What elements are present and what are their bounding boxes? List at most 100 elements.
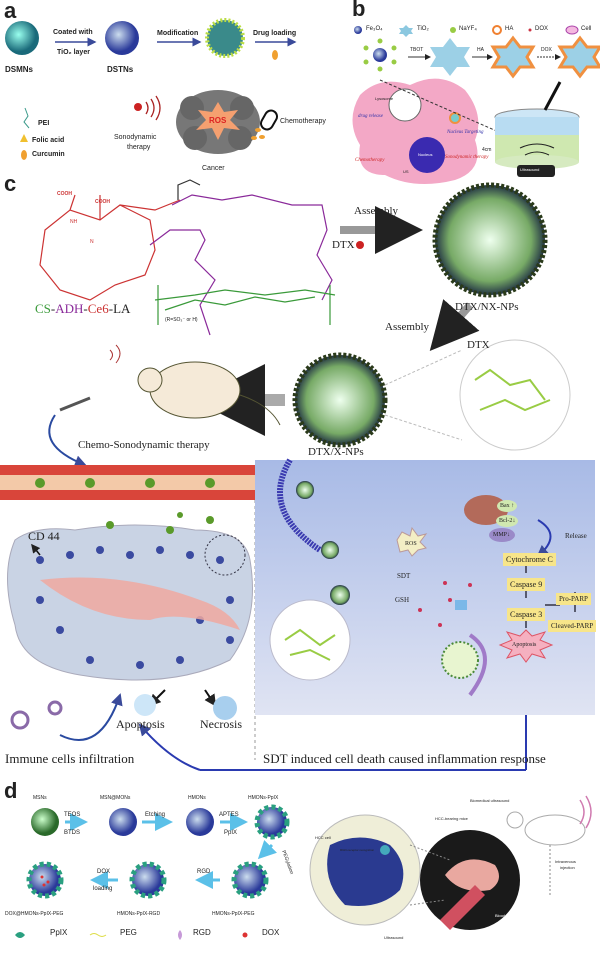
msn-mons-label: MSN@MONs <box>100 795 131 801</box>
ultrasound-probe-label: Ultrasound <box>520 167 540 172</box>
compound-la: LA <box>113 301 131 316</box>
compound-cs: CS <box>35 301 51 316</box>
coated-with-label: Coated with <box>53 29 93 36</box>
apoptosis-label: Apoptosis <box>116 717 165 731</box>
apoptosis-pathway-label: Apoptosis <box>512 642 537 648</box>
rgd-step-label: RGD <box>197 869 211 875</box>
panel-d-graphics <box>15 795 592 940</box>
rgd-recognition-label: RGD-receptor recognition <box>340 848 375 852</box>
nucleus-label: Nucleus <box>418 152 433 157</box>
legend-fe3o4: Fe₃O₄ <box>366 26 383 32</box>
mmp-label: MMP↓ <box>493 532 511 538</box>
compound-dash: - <box>83 301 88 316</box>
dox-step-label: DOX <box>541 47 552 53</box>
hmons-pplx-label: HMONs-PpIX <box>248 795 279 801</box>
rgd-np-label: HMONs-PpIX-RGD <box>117 911 161 917</box>
cytochrome-c-box: Cytochrome C <box>503 553 556 566</box>
ultrasound-d-label: Ultrasound <box>384 935 404 940</box>
compound-name: CS-ADH-Ce6-LA <box>35 302 130 315</box>
dtx-label-1: DTX <box>332 239 355 251</box>
ha-step-label: HA <box>477 47 484 53</box>
panel-a-graphics <box>5 18 297 160</box>
legend-folic-acid: Folic acid <box>32 137 65 144</box>
depth-label: 4cm <box>482 147 492 153</box>
assembly-label-2: Assembly <box>385 321 429 333</box>
chemotherapy-label: Chemotherapy <box>280 118 326 125</box>
therapy-label: therapy <box>127 144 151 151</box>
dox-step-label-d: DOX <box>97 869 111 875</box>
legend-pei: PEI <box>38 120 50 127</box>
cleaved-parp-box: Cleaved-PARP <box>548 620 597 632</box>
bcl2-label: Bcl-2↓ <box>499 518 516 524</box>
sdt-label: SDT <box>397 572 411 580</box>
peg-np-label: HMONs-PpIX-PEG <box>212 911 255 917</box>
pro-parp-box: Pro-PARP <box>556 593 591 605</box>
modification-label: Modification <box>157 30 199 37</box>
ros-label: ROS <box>209 116 227 125</box>
hmons-label: HMONs <box>188 795 206 801</box>
panel-c-process <box>0 182 595 771</box>
hcc-cell-label: HCC cell <box>315 835 331 840</box>
msns-label: MSNs <box>33 795 47 801</box>
etching-label: Etching <box>145 812 166 818</box>
compound-adh: ADH <box>55 301 84 316</box>
lysosome-label: Lysosome <box>375 96 394 101</box>
release-label: Release <box>565 532 587 540</box>
dstns-label: DSTNs <box>107 65 134 74</box>
panel-label-d: d <box>4 778 18 803</box>
cooh-label-1: COOH <box>57 191 72 197</box>
compound-dash: - <box>50 301 56 316</box>
n-label: N <box>90 239 94 245</box>
therapy-label-c: Chemo-Sonodynamic therapy <box>78 439 210 451</box>
dtx-nx-nps-label: DTX/NX-NPs <box>455 301 519 313</box>
necrosis-label: Necrosis <box>200 717 242 731</box>
immune-label: Immune cells infiltration <box>5 751 135 766</box>
gsh-label: GSH <box>395 596 410 604</box>
compound-ce6: Ce6 <box>87 301 109 316</box>
sonodynamic-therapy-b-label: Sonodynamic therapy <box>445 155 489 160</box>
legend-naylf4: NaYF₄ <box>459 26 477 32</box>
teos-label: TEOS <box>64 812 81 818</box>
legend-ha: HA <box>505 26 514 32</box>
panel-c-graphics <box>39 179 336 336</box>
bax-label: Bax ↑ <box>500 503 515 509</box>
assembly-label-1: Assembly <box>354 205 398 217</box>
sonodynamic-label: Sonodynamic <box>114 134 157 141</box>
pplx-step-label: PpIX <box>224 830 238 836</box>
btds-label: BTDS <box>64 830 81 836</box>
cancer-label: Cancer <box>202 165 225 172</box>
aptes-label: APTES <box>219 812 239 818</box>
panel-label-c: c <box>4 171 17 196</box>
final-np-label: DOX@HMONs-PpIX-PEG <box>5 911 64 917</box>
legend-peg: PEG <box>120 928 137 937</box>
legend-dox: DOX <box>535 26 549 32</box>
cd44-label: CD 44 <box>28 529 60 543</box>
iv-label-2: injection <box>560 865 575 870</box>
legend-tio2: TiO₂ <box>417 26 429 32</box>
biomedical-us-label: Biomedical ultrasound <box>470 798 510 803</box>
inflammation-label: SDT induced cell death caused inflammati… <box>263 751 546 766</box>
dtx-x-nps-label: DTX/X-NPs <box>308 446 364 458</box>
panel-b-graphics <box>352 25 600 184</box>
drug-loading-label: Drug loading <box>253 30 297 37</box>
caspase3-box: Caspase 3 <box>507 608 546 621</box>
blood-vessel-label: Blood vessel <box>495 913 518 918</box>
legend-cell: Cell <box>581 26 592 32</box>
nh-label: NH <box>70 219 78 225</box>
dtx-label-2: DTX <box>467 339 490 351</box>
iv-label-1: Intravenous <box>555 859 576 864</box>
r-group-note: (R=SO₃⁻ or H) <box>165 317 198 323</box>
legend-rgd: RGD <box>193 928 211 937</box>
loading-label: loading <box>93 886 113 892</box>
hcc-mice-label: HCC-bearing mice <box>435 816 468 821</box>
panel-label-b: b <box>352 0 366 21</box>
compound-dash: - <box>108 301 114 316</box>
nucleus-targeting-label: Nucleus Targeting <box>447 130 484 135</box>
dsmns-label: DSMNs <box>5 65 34 74</box>
legend-curcumin: Curcumin <box>32 151 65 158</box>
ros-pathway-label: ROS <box>405 541 417 547</box>
tbot-label: TBOT <box>410 47 424 53</box>
caspase9-box: Caspase 9 <box>507 578 546 591</box>
legend-pplx: PpIX <box>50 928 68 937</box>
